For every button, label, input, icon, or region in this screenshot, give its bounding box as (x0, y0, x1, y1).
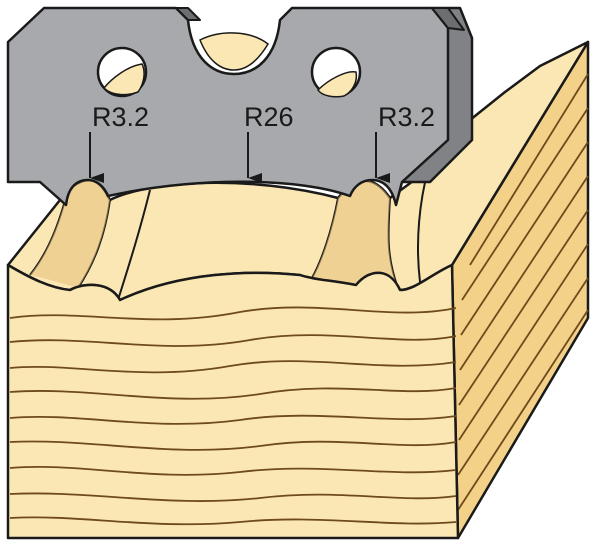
radius-left-label: R3.2 (92, 102, 149, 132)
knife-bevels (175, 7, 465, 31)
mounting-hole-right-wood (317, 71, 358, 98)
dimension-annotations: R3.2 R26 R3.2 (89, 102, 435, 183)
profile-knife (6, 6, 474, 207)
wood-right-face-grain (457, 73, 589, 511)
radius-center-label: R26 (244, 102, 294, 132)
wood-front-face-grain (9, 306, 457, 526)
radius-right-label: R3.2 (378, 102, 435, 132)
mounting-hole-left-wood (102, 63, 145, 96)
wood-block (6, 40, 590, 540)
wood-top-flute-shading (30, 179, 398, 288)
knife-mounting-holes (96, 46, 362, 98)
knife-notch-wood (199, 32, 269, 71)
